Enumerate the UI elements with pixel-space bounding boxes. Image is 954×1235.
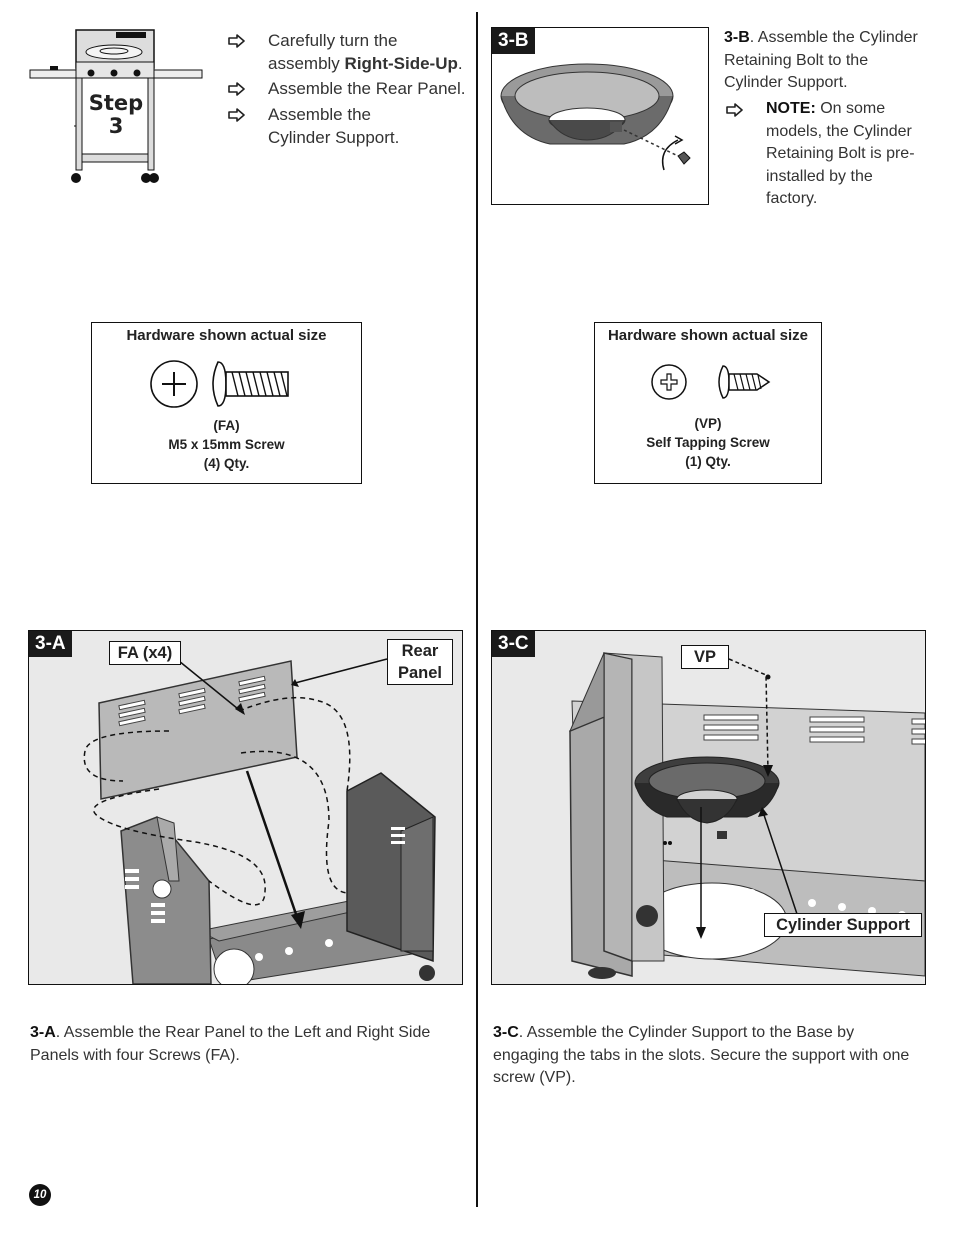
figure-3a: 3-A FA (x4) Rear Panel bbox=[28, 630, 463, 985]
hardware-box-vp: Hardware shown actual size (VP) Self Tap… bbox=[594, 322, 822, 484]
note-3b: NOTE: On some models, the Cylinder Retai… bbox=[766, 100, 915, 207]
hardware-caption: (FA) M5 x 15mm Screw (4) Qty. bbox=[168, 418, 285, 471]
hardware-title: Hardware shown actual size bbox=[126, 327, 327, 344]
figure-3c: 3-C VP Cylinder Support bbox=[491, 630, 926, 985]
page-number: 10 bbox=[29, 1184, 51, 1206]
figure-tag-3a: 3-A bbox=[29, 631, 72, 657]
callout-fa: FA (x4) bbox=[109, 641, 181, 665]
screw-fa-icon bbox=[150, 360, 289, 408]
callout-rear-panel: Rear Panel bbox=[387, 639, 453, 685]
hardware-box-fa: Hardware shown actual size (FA) M5 x 15m… bbox=[91, 322, 362, 484]
step-number: 3 bbox=[108, 114, 124, 138]
description-3c: 3-C. Assemble the Cylinder Support to th… bbox=[493, 1024, 910, 1086]
bullet-arrow-icon bbox=[228, 34, 245, 48]
figure-3b: 3-B bbox=[491, 27, 709, 205]
hardware-caption: (VP) Self Tapping Screw (1) Qty. bbox=[646, 416, 770, 469]
hardware-title: Hardware shown actual size bbox=[607, 327, 809, 344]
bullet-arrow-icon bbox=[228, 82, 245, 96]
bullet-arrow-icon bbox=[726, 103, 743, 117]
figure-tag-3b: 3-B bbox=[492, 28, 535, 54]
callout-vp: VP bbox=[681, 645, 729, 669]
step-label: Step 3 bbox=[88, 92, 144, 138]
step-word: Step bbox=[88, 91, 144, 115]
callout-cylinder-support: Cylinder Support bbox=[764, 913, 922, 937]
screw-vp-icon bbox=[651, 364, 771, 400]
figure-tag-3c: 3-C bbox=[492, 631, 535, 657]
intro-bullet-2: Assemble the Rear Panel. bbox=[268, 79, 466, 98]
description-3b: 3-B. Assemble the Cylinder Retaining Bol… bbox=[724, 29, 918, 91]
intro-bullet-3: Assemble the Cylinder Support. bbox=[268, 105, 400, 147]
column-divider bbox=[476, 12, 478, 1207]
bullet-arrow-icon bbox=[228, 108, 245, 122]
description-3a: 3-A. Assemble the Rear Panel to the Left… bbox=[30, 1024, 431, 1064]
intro-bullet-1: Carefully turn the assembly Right-Side-U… bbox=[268, 31, 463, 73]
grill-illustration: Step 3 bbox=[28, 26, 208, 186]
